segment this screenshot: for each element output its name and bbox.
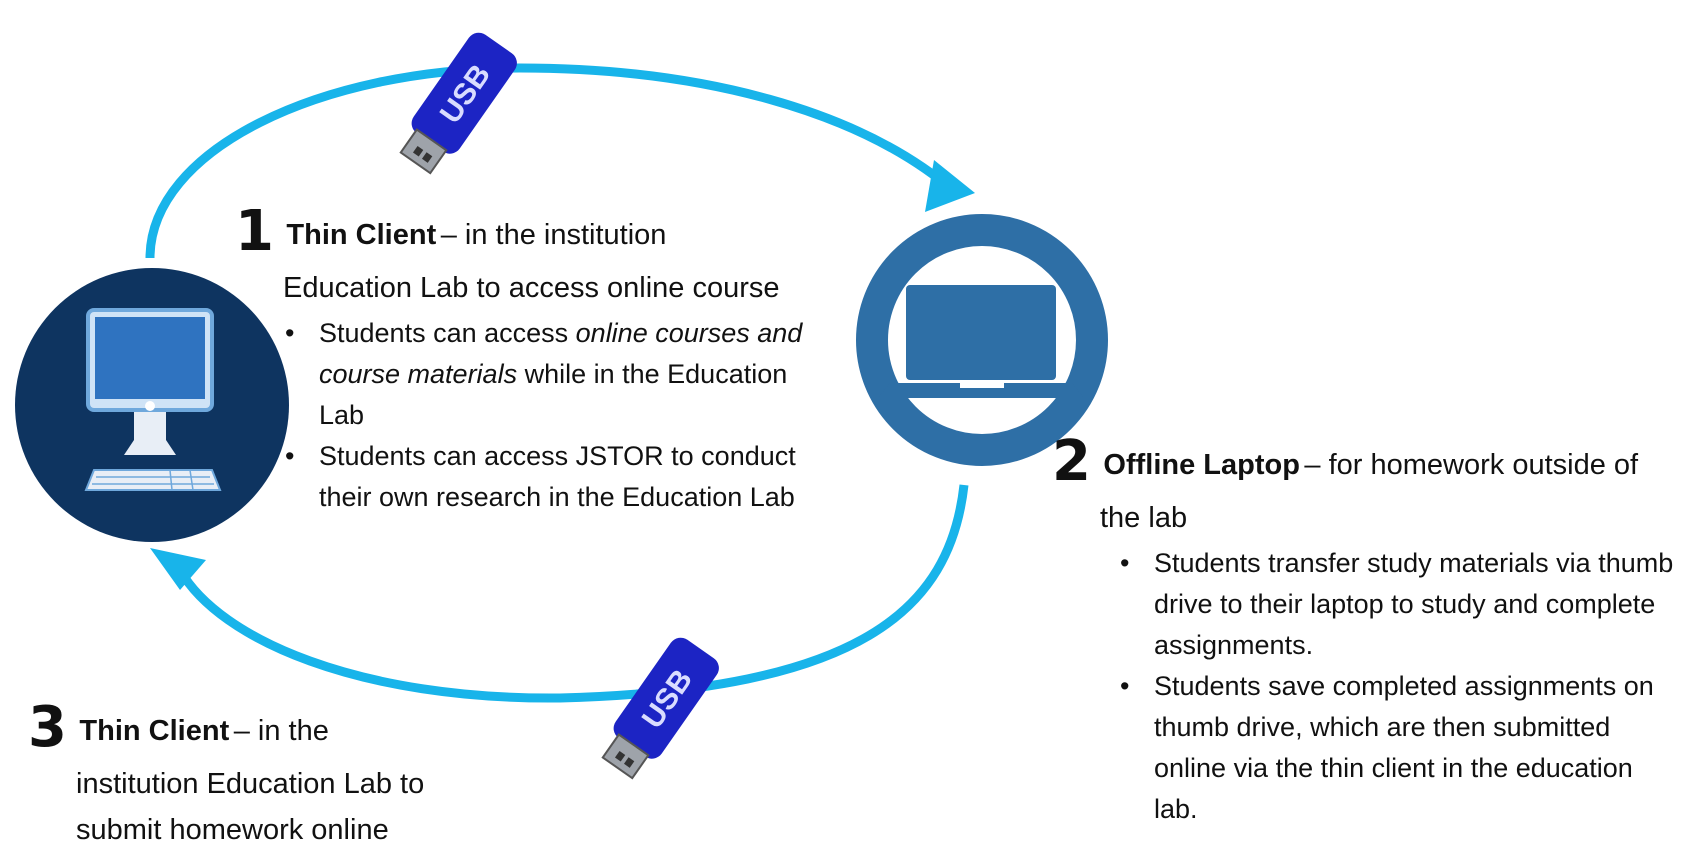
step-3-desc-line3: submit homework online bbox=[76, 814, 389, 846]
step-1-desc: – in the institution bbox=[440, 219, 667, 251]
step-1-title: Thin Client bbox=[286, 219, 437, 251]
step-1-bullet-1: Students can access online courses and c… bbox=[283, 313, 835, 436]
step-2-bullets: Students transfer study materials via th… bbox=[1118, 543, 1677, 830]
laptop-icon bbox=[856, 214, 1108, 466]
step-1-desc-line2: Education Lab to access online course bbox=[283, 272, 780, 304]
step-2-number: 2 bbox=[1052, 429, 1091, 494]
step-1-bullet-2: Students can access JSTOR to conduct the… bbox=[283, 436, 835, 518]
top-cycle-arrow bbox=[145, 63, 958, 259]
step-2: 2 Offline Laptop – for homework outside … bbox=[1052, 434, 1677, 830]
step-1-bullets: Students can access online courses and c… bbox=[283, 313, 835, 518]
step-2-bullet-2: Students save completed assignments on t… bbox=[1118, 666, 1677, 830]
step-2-desc: – for homework outside of bbox=[1304, 449, 1639, 481]
step-3-number: 3 bbox=[28, 695, 67, 760]
usb-drive-icon: USB bbox=[601, 637, 719, 780]
step-3-desc-line2: institution Education Lab to bbox=[76, 768, 425, 800]
step-3: 3 Thin Client – in the institution Educa… bbox=[28, 700, 448, 853]
bottom-cycle-arrow bbox=[176, 484, 969, 703]
step-1: 1 Thin Client – in the institution Educa… bbox=[235, 204, 835, 518]
step-2-bullet-1: Students transfer study materials via th… bbox=[1118, 543, 1677, 666]
step-2-desc-line2: the lab bbox=[1100, 502, 1188, 534]
bottom-arrowhead bbox=[150, 548, 206, 590]
step-2-title: Offline Laptop bbox=[1103, 449, 1300, 481]
usb-drive-icon: USB bbox=[399, 32, 517, 175]
desktop-computer-icon bbox=[15, 268, 289, 542]
step-3-title: Thin Client bbox=[79, 715, 230, 747]
top-arrowhead bbox=[925, 160, 975, 212]
step-3-desc: – in the bbox=[233, 715, 329, 747]
step-1-number: 1 bbox=[235, 199, 274, 264]
